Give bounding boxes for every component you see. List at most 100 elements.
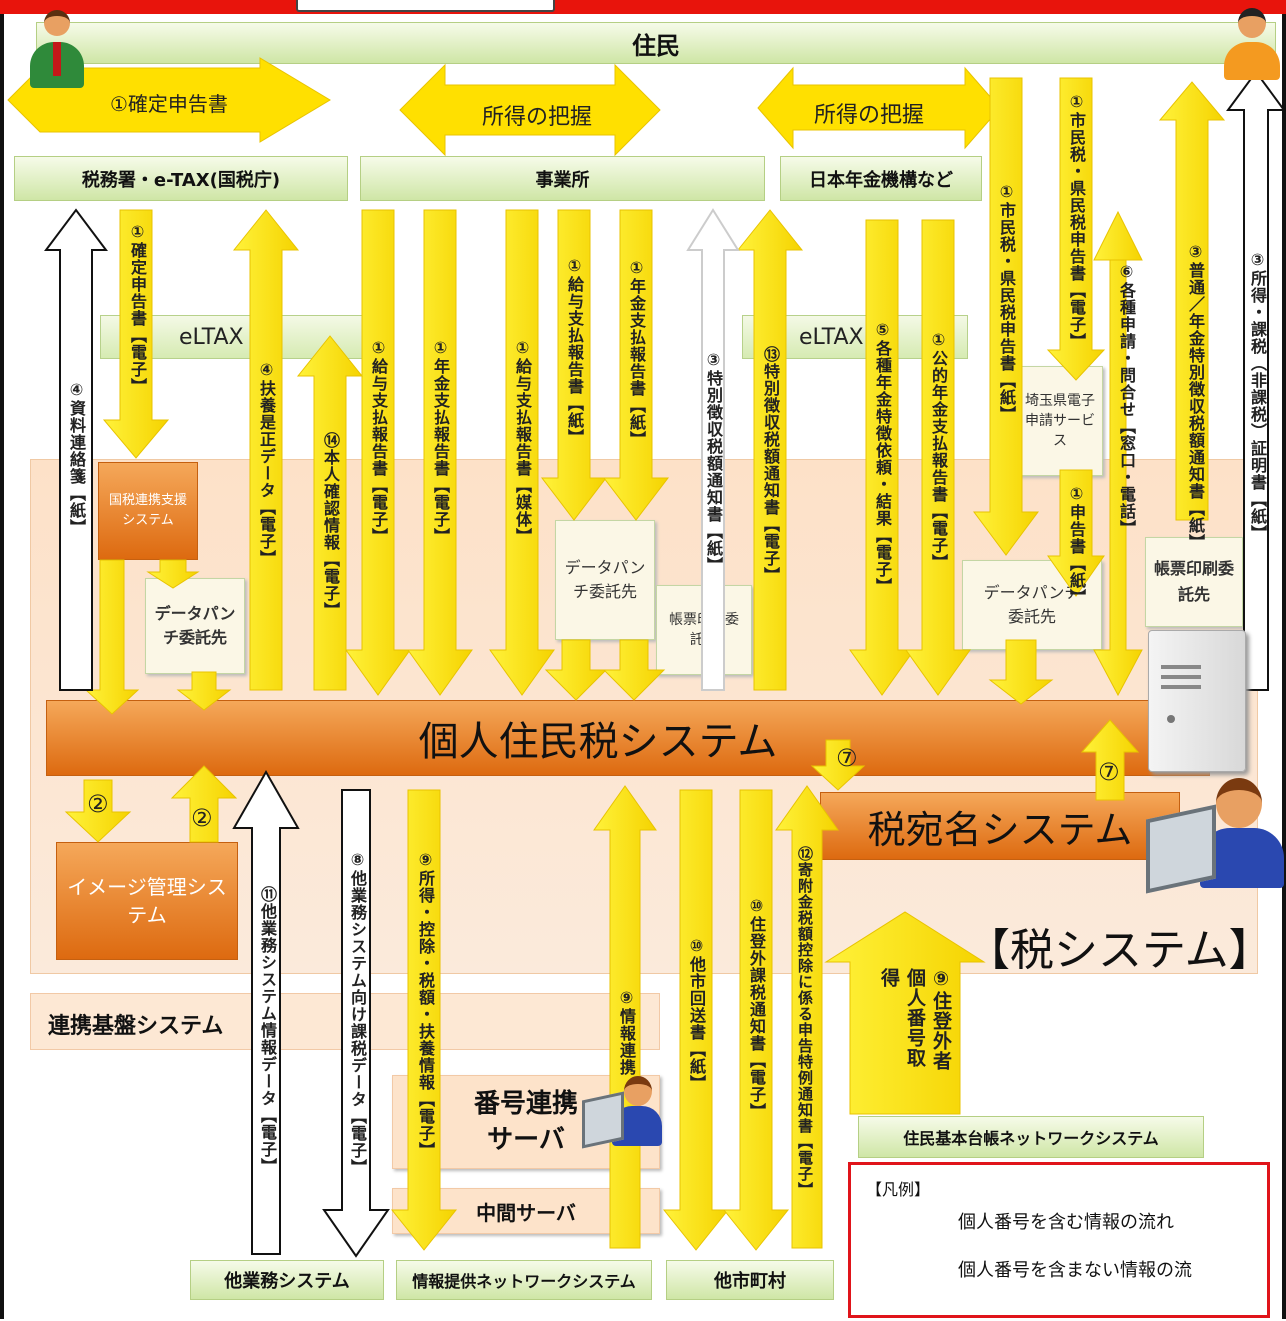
frame: [0, 14, 1286, 1319]
shotoku-label-1: 所得の把握: [482, 105, 593, 130]
arrow-f15: [1046, 77, 1106, 381]
arrow-f25: [722, 789, 790, 1251]
arrow-f9: [602, 209, 670, 521]
arrow-f6: [407, 209, 473, 696]
arrow-f22: [390, 789, 458, 1251]
flow-f6-label: ①年金支払報告書【電子】: [431, 338, 450, 545]
flow-f17-label: ⑥各種申請・問合せ【窓口・電話】: [1117, 262, 1136, 537]
flow-f19-label: ③所得・課税（非課税）証明書【紙】: [1248, 250, 1267, 542]
arrow-f27: [824, 911, 986, 1115]
person-icon-left: [26, 2, 86, 88]
flow-f25-label: ⑩住登外課税通知書【電子】: [747, 896, 766, 1120]
arrow-f26: [775, 785, 839, 1249]
tashi-box: 他市町村: [666, 1260, 834, 1300]
flow-f11-label: ⑬特別徴収税額通知書【電子】: [761, 346, 780, 584]
punch-box-2: データパンチ委託先: [555, 520, 655, 640]
legend-item-1: 個人番号を含む情報の流れ: [958, 1212, 1174, 1233]
flow-f21-label: ⑧他業務システム向け課税データ【電子】: [348, 850, 367, 1176]
arrow-a5: [602, 639, 666, 701]
flow-f7-label: ①給与支払報告書【媒体】: [513, 338, 532, 545]
print-box-2: 帳票印刷委託先: [1145, 537, 1243, 627]
renkei-label: 連携基盤システム: [48, 1014, 224, 1039]
jukinet-box: 住民基本台帳ネットワークシステム: [858, 1116, 1204, 1158]
arrow-f17: [1093, 210, 1143, 697]
arrow-f14: [973, 77, 1039, 556]
operator-icon-right: [1146, 778, 1284, 900]
arrow-m2b: [170, 765, 238, 843]
marker-7a: ⑦: [836, 744, 858, 772]
marker-2b: ②: [191, 804, 213, 832]
residents-banner: 住民: [36, 22, 1276, 64]
flow-f10-label: ③特別徴収税額通知書【紙】: [704, 350, 723, 574]
flow-f24-label: ⑩他市回送書【紙】: [687, 936, 706, 1092]
flow-f12-label: ⑤各種年金特徴依頼・結果【電子】: [873, 320, 892, 595]
arrow-f3: [232, 209, 300, 691]
flow-f9-label: ①年金支払報告書【紙】: [627, 258, 646, 448]
arrow-f19: [1226, 70, 1286, 691]
arrow-f8: [540, 209, 608, 521]
operator-icon-center: [582, 1076, 662, 1164]
arrow-a3: [176, 671, 232, 711]
flow-f16-label: ①申告書【紙】: [1067, 484, 1086, 606]
flow-f26-label: ⑫寄附金税額控除に係る申告特例通知書【電子】: [796, 846, 814, 1198]
arrow-f11: [736, 209, 804, 691]
top-bar: [0, 0, 1286, 14]
jigyosho-box: 事業所: [360, 156, 765, 201]
tagyomu-box: 他業務システム: [190, 1260, 384, 1300]
flow-f18-label: ③普通／年金特別徴収税額通知書【紙】: [1186, 242, 1205, 551]
flow-f2-label: ④資料連絡箋【紙】: [67, 380, 86, 536]
kakutei-label: ①確定申告書: [110, 92, 228, 116]
arrow-f4: [296, 335, 364, 691]
saitama-box: 埼玉県電子申請サービス: [1017, 366, 1103, 476]
arrow-f2: [44, 208, 108, 691]
flow-f20-label: ⑪他業務システム情報データ【電子】: [258, 886, 277, 1175]
arrow-f24: [662, 789, 730, 1251]
arrow-f12: [849, 219, 915, 696]
arrow-a4: [544, 639, 608, 701]
flow-f15-label: ①市民税・県民税申告書【電子】: [1067, 92, 1086, 350]
person-icon-right: [1222, 4, 1282, 84]
flow-f8-label: ①給与支払報告書【紙】: [565, 256, 584, 446]
arrow-f13: [905, 219, 971, 696]
legend-item-2: 個人番号を含まない情報の流: [958, 1260, 1192, 1281]
johoteikyo-box: 情報提供ネットワークシステム: [396, 1260, 652, 1300]
zeiatena-box: 税宛名システム: [820, 792, 1180, 860]
zeimusho-box: 税務署・e-TAX(国税庁): [14, 156, 348, 201]
marker-2a: ②: [87, 790, 109, 818]
arrow-f5: [345, 209, 411, 696]
arrow-shotoku-1: [399, 63, 661, 157]
marker-7b: ⑦: [1098, 758, 1120, 786]
arrow-m7b: [1080, 719, 1140, 801]
kokuzei-box: 国税連携支援システム: [98, 462, 198, 560]
arrow-a2: [146, 559, 200, 589]
arrow-f20: [232, 769, 300, 1255]
arrow-f16: [1047, 469, 1105, 597]
legend-title: 【凡例】: [866, 1180, 931, 1199]
image-box: イメージ管理システム: [56, 842, 238, 960]
kojin-system-box: 個人住民税システム: [46, 700, 1210, 776]
flow-f23-label: ⑨情報連携: [617, 988, 636, 1076]
flow-f22-label: ⑨所得・控除・税額・扶養情報【電子】: [416, 850, 435, 1159]
arrow-m7a: [810, 739, 866, 791]
arrow-a1: [84, 559, 140, 715]
arrow-f1: [102, 209, 170, 459]
shotoku-label-2: 所得の把握: [814, 103, 925, 128]
flow-f1-label: ①確定申告書【電子】: [128, 222, 147, 395]
flow-f3-label: ④扶養是正データ【電子】: [257, 360, 276, 567]
nenkin-box: 日本年金機構など: [780, 156, 982, 201]
flow-f14-label: ①市民税・県民税申告書【紙】: [997, 182, 1016, 423]
arrow-m2a: [64, 779, 132, 843]
tax-system-label: 【税システム】: [966, 925, 1273, 976]
flow-f13-label: ①公的年金支払報告書【電子】: [929, 330, 948, 571]
flow-f5-label: ①給与支払報告書【電子】: [369, 338, 388, 545]
residents-label: 住民: [632, 31, 680, 60]
arrow-f18: [1158, 81, 1226, 521]
server-icon: [1148, 630, 1246, 772]
legend-box: [848, 1162, 1270, 1318]
arrow-f23: [593, 785, 657, 1249]
flow-f27-label: ⑨住登外者個人番号取得: [878, 968, 952, 1071]
arrow-f21: [322, 789, 390, 1258]
punch-box-1: データパンチ委託先: [145, 578, 245, 674]
arrow-a6: [988, 639, 1054, 705]
